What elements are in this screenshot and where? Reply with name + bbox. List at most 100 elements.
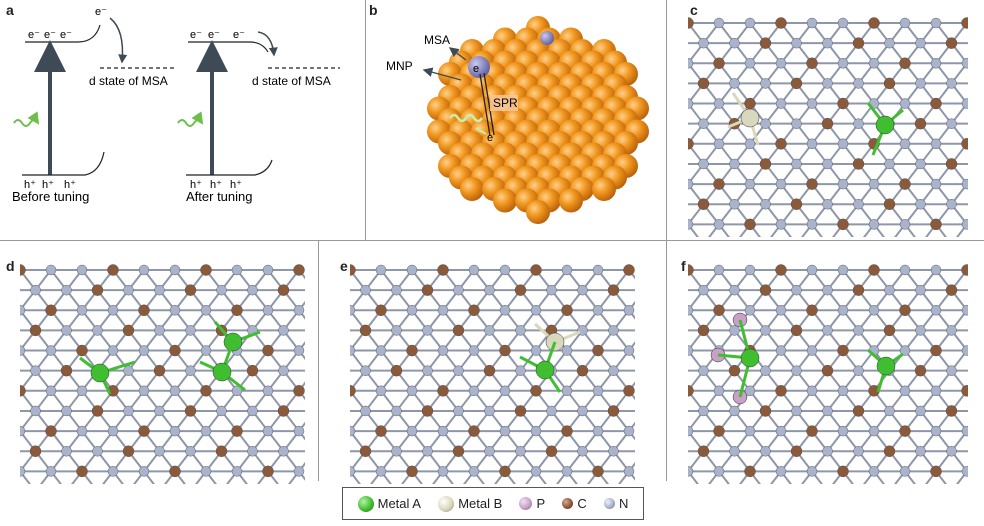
electron-label: e⁻ xyxy=(95,6,107,18)
nitrogen-atom xyxy=(822,158,833,170)
nitrogen-atom xyxy=(20,466,26,477)
nitrogen-atom xyxy=(915,78,926,89)
nitrogen-atom xyxy=(806,219,818,230)
carbon-atom xyxy=(945,158,958,170)
legend-item-metal-b: Metal B xyxy=(438,495,502,512)
carbon-atom xyxy=(790,324,803,337)
carbon-atom xyxy=(688,385,694,397)
carbon-atom xyxy=(883,324,896,337)
carbon-atom xyxy=(545,445,558,457)
nanoparticle-atom xyxy=(493,188,517,213)
nitrogen-atom xyxy=(837,264,849,276)
nitrogen-atom xyxy=(45,466,57,477)
nitrogen-atom xyxy=(107,466,119,477)
carbon-atom xyxy=(499,344,511,357)
carbon-atom xyxy=(246,364,259,377)
nitrogen-atom xyxy=(837,58,849,69)
nitrogen-atom xyxy=(592,264,604,276)
nitrogen-atom xyxy=(200,425,212,437)
carbon-atom xyxy=(530,385,542,397)
nitrogen-atom xyxy=(899,345,911,356)
nitrogen-atom xyxy=(262,264,274,276)
nitrogen-atom xyxy=(262,385,274,397)
carbon-atom xyxy=(945,405,958,417)
nitrogen-atom xyxy=(350,305,356,316)
nitrogen-atom xyxy=(437,466,449,477)
carbon-atom xyxy=(231,425,243,437)
carbon-atom xyxy=(688,17,694,29)
carbon-atom xyxy=(744,465,756,478)
d-state-label: d state of MSA xyxy=(89,74,168,88)
carbon-atom xyxy=(561,304,573,316)
nitrogen-atom xyxy=(915,405,926,417)
nitrogen-atom xyxy=(961,219,968,230)
carbon-atom xyxy=(775,138,787,150)
nitrogen-atom xyxy=(468,264,480,276)
panel-d-lattice xyxy=(20,264,305,484)
carbon-atom xyxy=(184,284,197,296)
carbon-atom xyxy=(262,465,274,478)
nitrogen-atom xyxy=(744,385,756,397)
nitrogen-atom xyxy=(930,58,942,69)
carbon-atom xyxy=(215,445,228,457)
nitrogen-atom xyxy=(946,199,957,210)
nitrogen-atom xyxy=(760,78,771,89)
nitrogen-atom xyxy=(530,425,542,437)
carbon-atom xyxy=(375,425,387,437)
nitrogen-atom xyxy=(293,466,305,477)
legend-label-p: P xyxy=(536,496,546,511)
nitrogen-atom xyxy=(868,466,880,477)
nitrogen-atom xyxy=(698,118,709,129)
nitrogen-atom xyxy=(961,305,968,316)
nitrogen-atom xyxy=(868,425,880,437)
nitrogen-atom xyxy=(107,425,119,437)
metal-b-atom xyxy=(740,108,760,128)
carbon-atom xyxy=(883,77,896,90)
nitrogen-atom xyxy=(453,284,464,296)
nitrogen-atom xyxy=(185,365,196,376)
lattice-atoms xyxy=(350,264,635,478)
carbon-atom xyxy=(623,385,635,397)
nitrogen-atom xyxy=(360,284,371,296)
nitrogen-atom xyxy=(530,466,542,477)
metal-a-atom xyxy=(535,360,555,380)
nitrogen-atom xyxy=(592,305,604,316)
after-tuning-caption: After tuning xyxy=(186,189,253,204)
nitrogen-atom xyxy=(350,425,356,437)
carbon-atom xyxy=(790,77,803,90)
lattice-atoms xyxy=(688,264,968,478)
carbon-atom xyxy=(138,304,150,316)
nitrogen-atom xyxy=(961,98,968,109)
nitrogen-atom xyxy=(688,58,694,69)
nitrogen-atom xyxy=(822,446,833,457)
carbon-atom xyxy=(29,445,42,457)
nitrogen-atom xyxy=(608,446,619,457)
carbon-atom xyxy=(852,284,865,296)
electron-label: e⁻ xyxy=(208,29,220,41)
legend-item-metal-a: Metal A xyxy=(357,495,421,512)
nitrogen-atom xyxy=(546,284,557,296)
nitrogen-atom xyxy=(200,466,212,477)
nitrogen-atom xyxy=(791,405,802,417)
carbon-atom xyxy=(122,445,135,457)
legend-item-c: C xyxy=(562,496,587,511)
nitrogen-atom xyxy=(930,305,942,316)
carbon-atom xyxy=(359,324,372,337)
nitrogen-atom xyxy=(247,405,258,417)
nitrogen-atom xyxy=(623,466,635,477)
p-swatch xyxy=(519,497,533,510)
nitrogen-atom xyxy=(899,264,911,276)
nanoparticle-atom xyxy=(592,177,616,201)
nitrogen-atom xyxy=(806,138,818,150)
nitrogen-atom xyxy=(713,98,725,109)
nitrogen-atom xyxy=(729,446,740,457)
metal-b-swatch xyxy=(438,495,455,512)
carbon-atom xyxy=(883,445,896,457)
nitrogen-atom xyxy=(899,466,911,477)
nitrogen-atom xyxy=(822,37,833,49)
carbon-atom xyxy=(277,405,290,417)
nitrogen-atom xyxy=(698,405,709,417)
nitrogen-atom xyxy=(961,178,968,190)
nitrogen-atom xyxy=(437,345,449,356)
nitrogen-atom xyxy=(775,305,787,316)
